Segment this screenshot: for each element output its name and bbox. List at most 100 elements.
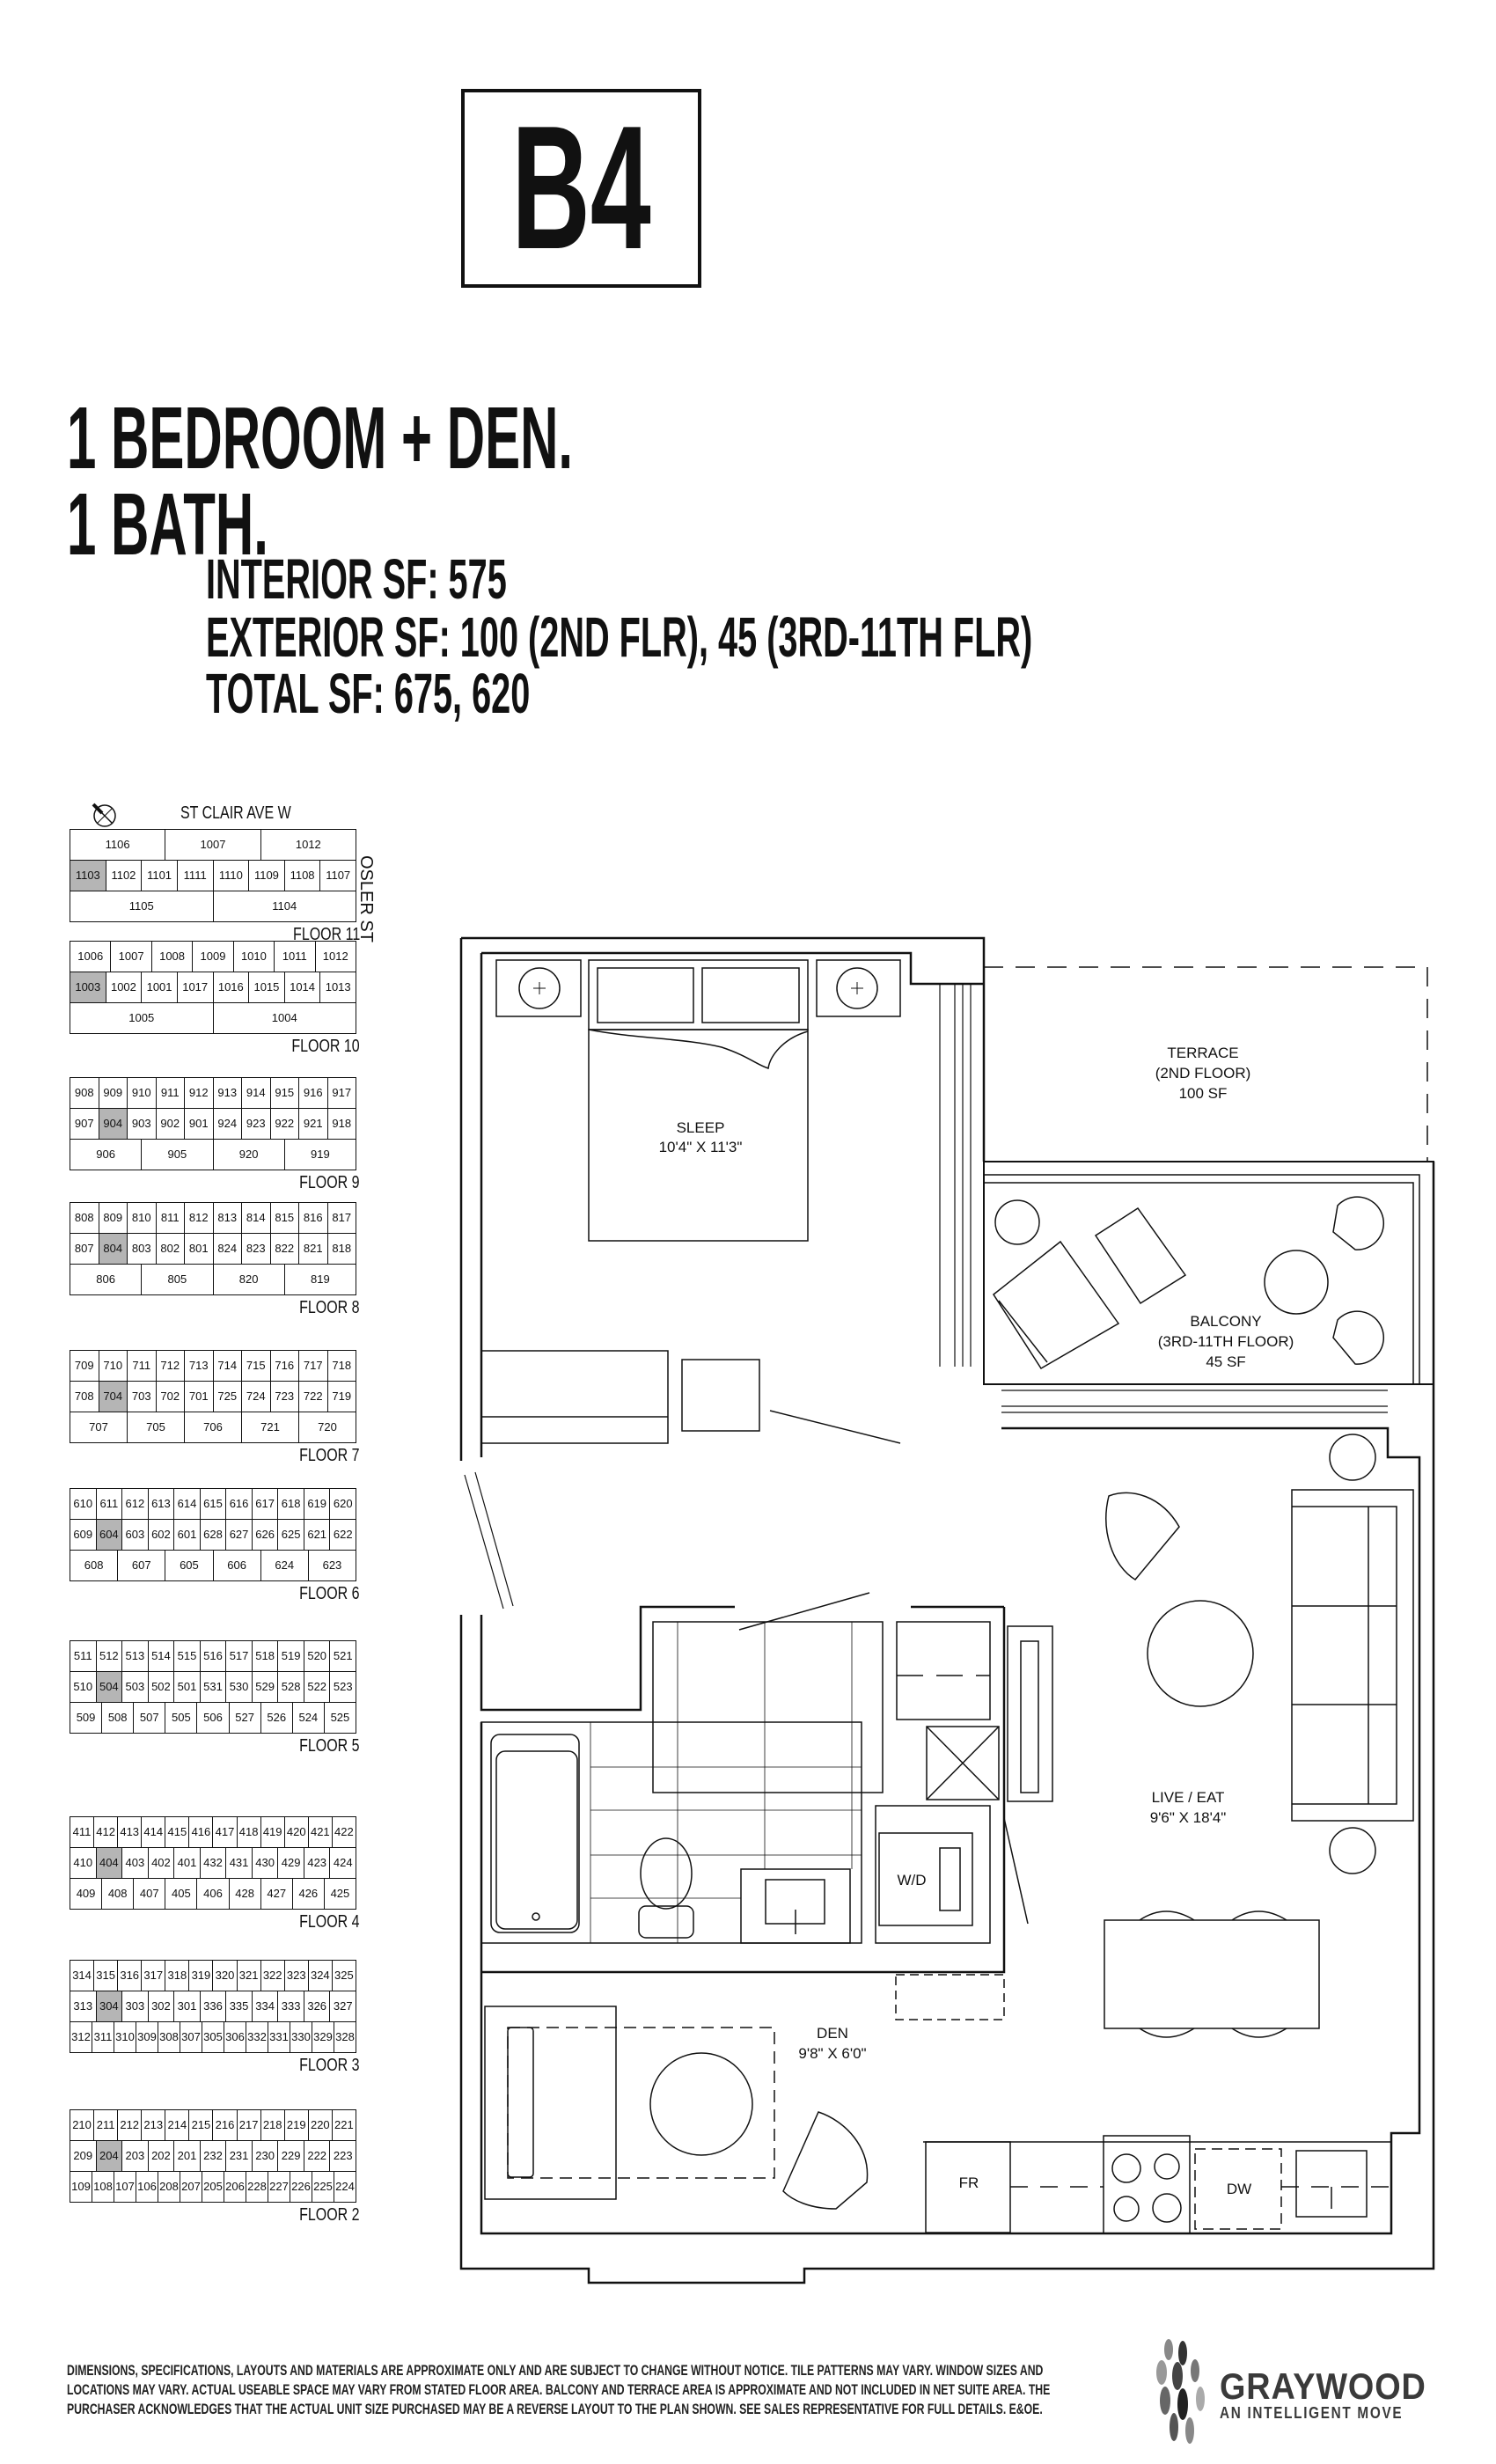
keyplate-unit: 411 bbox=[70, 1816, 95, 1848]
keyplate-unit: 816 bbox=[298, 1202, 328, 1234]
keyplate-unit: 824 bbox=[212, 1233, 242, 1265]
keyplate-unit: 516 bbox=[199, 1640, 227, 1672]
keyplate-unit: 403 bbox=[121, 1847, 149, 1879]
keyplate-unit: 724 bbox=[241, 1381, 271, 1412]
balcony-outline bbox=[983, 1161, 1434, 1385]
keyplate-unit: 614 bbox=[173, 1488, 201, 1520]
keyplate-unit: 615 bbox=[199, 1488, 227, 1520]
keyplate-unit: 627 bbox=[225, 1519, 253, 1551]
keyplate-unit: 318 bbox=[165, 1960, 190, 1991]
keyplate-unit: 208 bbox=[158, 2171, 180, 2203]
keyplate-unit: 401 bbox=[173, 1847, 201, 1879]
den-furniture bbox=[484, 1974, 1005, 2210]
keyplate-unit: 617 bbox=[251, 1488, 279, 1520]
keyplate-unit: 325 bbox=[331, 1960, 356, 1991]
keyplate-unit: 923 bbox=[241, 1108, 271, 1140]
keyplate-unit: 626 bbox=[251, 1519, 279, 1551]
room-label-sleep: SLEEP bbox=[677, 1119, 725, 1136]
terrace-outline bbox=[984, 966, 1428, 1162]
keyplate-unit: 322 bbox=[260, 1960, 285, 1991]
keyplate-unit: 513 bbox=[121, 1640, 149, 1672]
keyplate-unit: 911 bbox=[155, 1077, 185, 1109]
keyplate-unit-highlighted: 1003 bbox=[70, 972, 106, 1003]
room-label-live-eat: LIVE / EAT bbox=[1152, 1789, 1225, 1806]
keyplate-unit: 808 bbox=[70, 1202, 99, 1234]
keyplate-unit: 227 bbox=[268, 2171, 290, 2203]
keyplate-unit: 623 bbox=[307, 1550, 357, 1581]
keyplate-unit: 431 bbox=[225, 1847, 253, 1879]
keyplate-unit: 616 bbox=[225, 1488, 253, 1520]
keyplate-unit: 803 bbox=[127, 1233, 157, 1265]
keyplate-unit: 1004 bbox=[212, 1002, 356, 1034]
keyplate-unit: 518 bbox=[251, 1640, 279, 1672]
living-furniture bbox=[1104, 1434, 1414, 2038]
keyplate-unit: 628 bbox=[199, 1519, 227, 1551]
keyplate-unit: 426 bbox=[291, 1878, 325, 1910]
keyplate-unit: 308 bbox=[158, 2021, 180, 2053]
balcony-note: (3RD-11TH FLOOR) bbox=[1158, 1333, 1294, 1350]
keyplate-unit: 425 bbox=[323, 1878, 356, 1910]
keyplate-unit: 819 bbox=[283, 1264, 356, 1295]
keyplate-unit: 711 bbox=[127, 1350, 157, 1382]
keyplate-unit: 721 bbox=[241, 1412, 299, 1443]
keyplate-unit: 207 bbox=[180, 2171, 202, 2203]
keyplate-unit: 205 bbox=[202, 2171, 224, 2203]
keyplate-unit: 503 bbox=[121, 1671, 149, 1703]
keyplate-unit: 206 bbox=[224, 2171, 246, 2203]
keyplate-unit: 1005 bbox=[70, 1002, 214, 1034]
keyplate-unit: 510 bbox=[70, 1671, 97, 1703]
keyplate-unit: 720 bbox=[298, 1412, 356, 1443]
keyplate-unit: 107 bbox=[114, 2171, 136, 2203]
keyplate-unit: 910 bbox=[127, 1077, 157, 1109]
washer-dryer-label: W/D bbox=[897, 1872, 926, 1888]
keyplate-unit: 916 bbox=[298, 1077, 328, 1109]
keyplate-unit: 712 bbox=[155, 1350, 185, 1382]
keyplate-unit: 908 bbox=[70, 1077, 99, 1109]
keyplate-unit: 1014 bbox=[283, 972, 321, 1003]
keyplate-unit: 903 bbox=[127, 1108, 157, 1140]
keyplate-unit: 214 bbox=[165, 2109, 190, 2141]
keyplate-unit: 313 bbox=[70, 1991, 97, 2022]
keyplate-unit: 219 bbox=[283, 2109, 309, 2141]
keyplate-unit: 501 bbox=[173, 1671, 201, 1703]
keyplate-unit: 315 bbox=[93, 1960, 119, 1991]
keyplate-floor-label: FLOOR 2 bbox=[299, 2205, 360, 2225]
keyplate-unit: 210 bbox=[70, 2109, 95, 2141]
keyplate-unit: 625 bbox=[277, 1519, 304, 1551]
keyplate-unit: 424 bbox=[329, 1847, 357, 1879]
terrace-area: 100 SF bbox=[1179, 1085, 1228, 1102]
keyplate-unit: 307 bbox=[180, 2021, 202, 2053]
keyplate-floor-label: FLOOR 10 bbox=[291, 1037, 360, 1056]
keyplate-unit: 607 bbox=[117, 1550, 166, 1581]
keyplate-unit: 429 bbox=[277, 1847, 304, 1879]
keyplate-unit: 913 bbox=[212, 1077, 242, 1109]
keyplate-unit: 220 bbox=[307, 2109, 333, 2141]
keyplate-unit: 613 bbox=[147, 1488, 175, 1520]
keyplate-unit: 526 bbox=[260, 1702, 293, 1734]
keyplate-unit: 606 bbox=[212, 1550, 261, 1581]
keyplate-unit: 329 bbox=[312, 2021, 334, 2053]
keyplate-unit: 430 bbox=[251, 1847, 279, 1879]
keyplate-unit-highlighted: 704 bbox=[98, 1381, 128, 1412]
keyplate-unit: 316 bbox=[117, 1960, 143, 1991]
keyplate-unit: 907 bbox=[70, 1108, 99, 1140]
keyplate-unit: 405 bbox=[165, 1878, 198, 1910]
living-glazing bbox=[1001, 1390, 1388, 1413]
keyplate-unit: 217 bbox=[236, 2109, 261, 2141]
keyplate-unit: 1106 bbox=[70, 829, 166, 861]
keyplate-unit: 919 bbox=[283, 1139, 356, 1170]
keyplate-unit: 222 bbox=[303, 2140, 331, 2172]
keyplate-unit: 921 bbox=[298, 1108, 328, 1140]
keyplate-unit: 226 bbox=[290, 2171, 312, 2203]
keyplate-unit: 601 bbox=[173, 1519, 201, 1551]
keyplate-floor-label: FLOOR 6 bbox=[299, 1584, 360, 1603]
